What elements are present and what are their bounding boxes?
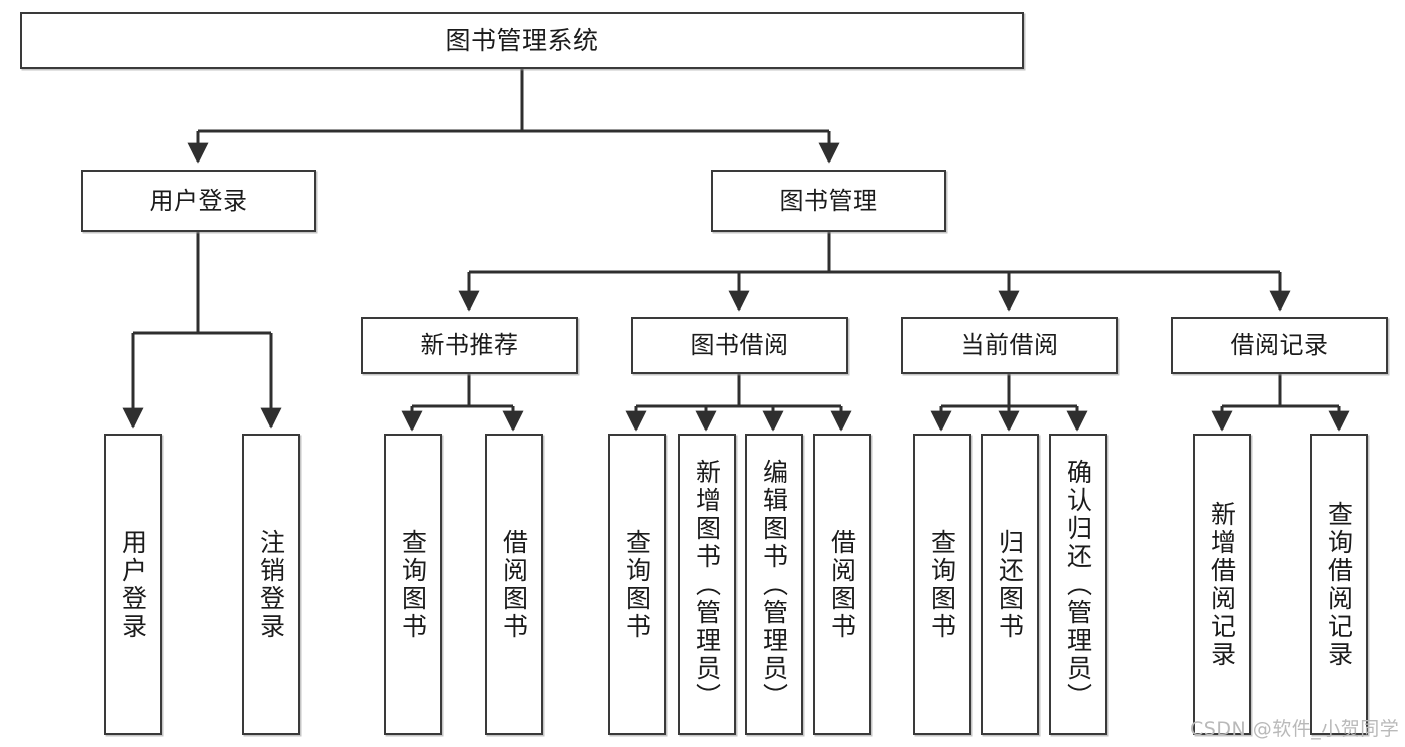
- leaf-borrow-book[interactable]: 借阅图书: [813, 434, 871, 735]
- node-label: 借阅图书: [827, 528, 857, 641]
- node-root-book-management-system[interactable]: 图书管理系统: [20, 12, 1024, 69]
- leaf-return-book[interactable]: 归还图书: [981, 434, 1039, 735]
- leaf-edit-book-admin[interactable]: 编辑图书（管理员）: [745, 434, 803, 735]
- node-book-management[interactable]: 图书管理: [711, 170, 946, 232]
- leaf-query-borrow-record[interactable]: 查询借阅记录: [1310, 434, 1368, 735]
- node-new-book-recommendation[interactable]: 新书推荐: [361, 317, 578, 374]
- node-current-borrowing[interactable]: 当前借阅: [901, 317, 1118, 374]
- leaf-query-book-new[interactable]: 查询图书: [384, 434, 442, 735]
- node-label: 归还图书: [995, 528, 1025, 641]
- leaf-confirm-return-admin[interactable]: 确认归还（管理员）: [1049, 434, 1107, 735]
- node-label: 新书推荐: [420, 331, 519, 360]
- leaf-add-borrow-record[interactable]: 新增借阅记录: [1193, 434, 1251, 735]
- node-label: 图书借阅: [690, 331, 789, 360]
- node-book-borrowing[interactable]: 图书借阅: [631, 317, 848, 374]
- node-label: 注销登录: [256, 528, 286, 641]
- node-label: 查询借阅记录: [1324, 500, 1354, 669]
- node-label: 借阅记录: [1230, 331, 1329, 360]
- node-label: 查询图书: [927, 528, 957, 641]
- node-label: 查询图书: [622, 528, 652, 641]
- node-label: 确认归还（管理员）: [1063, 458, 1093, 711]
- leaf-query-book-current[interactable]: 查询图书: [913, 434, 971, 735]
- node-label: 图书管理: [779, 186, 878, 215]
- node-label: 图书管理系统: [445, 25, 599, 55]
- leaf-logout[interactable]: 注销登录: [242, 434, 300, 735]
- leaf-user-login[interactable]: 用户登录: [104, 434, 162, 735]
- node-label: 用户登录: [149, 186, 248, 215]
- leaf-add-book-admin[interactable]: 新增图书（管理员）: [678, 434, 736, 735]
- node-label: 新增图书（管理员）: [692, 458, 722, 711]
- node-label: 编辑图书（管理员）: [759, 458, 789, 711]
- node-label: 新增借阅记录: [1207, 500, 1237, 669]
- leaf-borrow-book-new[interactable]: 借阅图书: [485, 434, 543, 735]
- node-user-login[interactable]: 用户登录: [81, 170, 316, 232]
- node-label: 查询图书: [398, 528, 428, 641]
- leaf-query-book-borrow[interactable]: 查询图书: [608, 434, 666, 735]
- csdn-watermark: CSDN @软件_小贺同学: [1190, 718, 1400, 740]
- node-label: 当前借阅: [960, 331, 1059, 360]
- node-label: 借阅图书: [499, 528, 529, 641]
- node-label: 用户登录: [118, 528, 148, 641]
- node-borrowing-record[interactable]: 借阅记录: [1171, 317, 1388, 374]
